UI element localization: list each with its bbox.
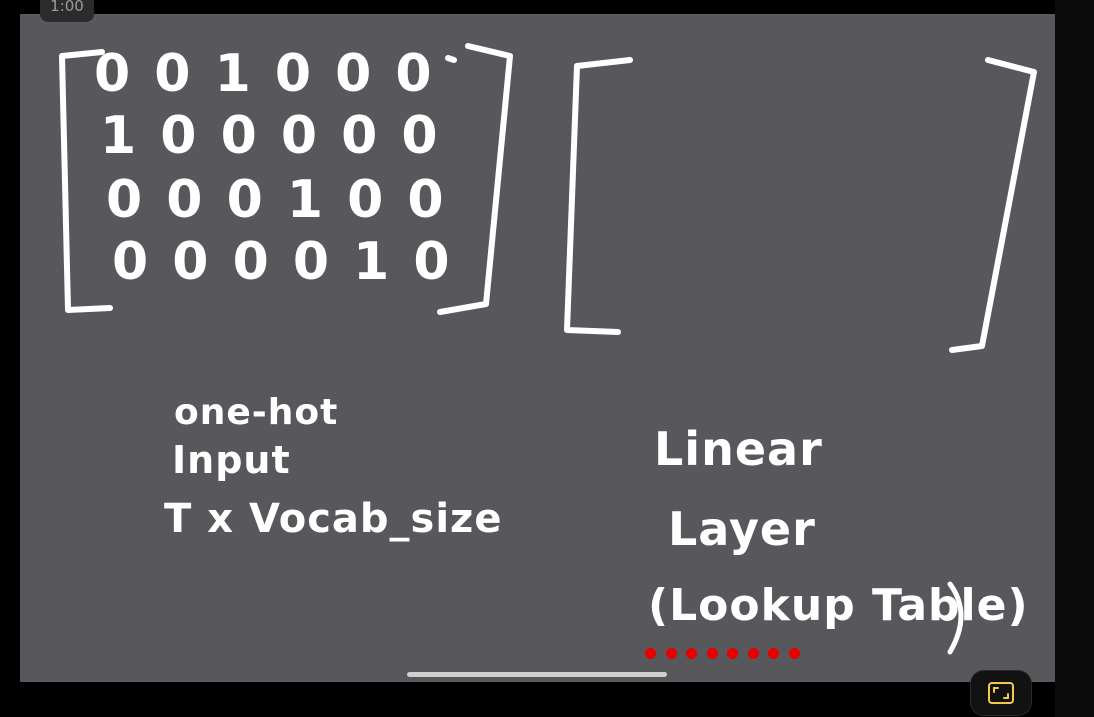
- page-dot[interactable]: [727, 648, 738, 659]
- matrix-row-1: 0 0 1 0 0 0: [94, 44, 432, 104]
- matrix-row-4: 0 0 0 0 1 0: [112, 232, 450, 292]
- page-dot[interactable]: [686, 648, 697, 659]
- matrix-right-bracket: [437, 43, 513, 315]
- caption-shape: T x Vocab_size: [164, 496, 503, 542]
- table-left-bracket: [564, 57, 633, 335]
- timestamp-label: 1:00: [40, 0, 94, 22]
- page-dot[interactable]: [747, 648, 759, 659]
- closing-paren: [947, 581, 964, 655]
- stray-mark: [445, 55, 457, 63]
- table-right-bracket: [949, 57, 1037, 353]
- page-dot[interactable]: [788, 648, 800, 659]
- caption-one-hot: one-hot: [174, 392, 339, 433]
- fullscreen-icon: [988, 682, 1014, 704]
- matrix-row-2: 1 0 0 0 0 0: [100, 106, 438, 166]
- bracket-strokes: [59, 43, 1037, 655]
- matrix-left-bracket: [59, 49, 113, 313]
- side-strip: [1055, 0, 1094, 717]
- caption-lookup-table: (Lookup Table): [648, 580, 1029, 631]
- matrix-row-3: 0 0 0 1 0 0: [106, 170, 444, 230]
- page-dot[interactable]: [645, 648, 656, 659]
- page-dot[interactable]: [665, 648, 677, 659]
- page-dot[interactable]: [706, 648, 718, 659]
- caption-input: Input: [172, 438, 291, 482]
- page-dot[interactable]: [768, 648, 779, 659]
- whiteboard-canvas[interactable]: 0 0 1 0 0 0 1 0 0 0 0 0 0 0 0 1 0 0 0 0 …: [20, 14, 1055, 682]
- fullscreen-button[interactable]: [970, 670, 1032, 716]
- home-indicator[interactable]: [407, 672, 667, 677]
- caption-layer: Layer: [668, 502, 816, 556]
- caption-linear: Linear: [654, 422, 823, 476]
